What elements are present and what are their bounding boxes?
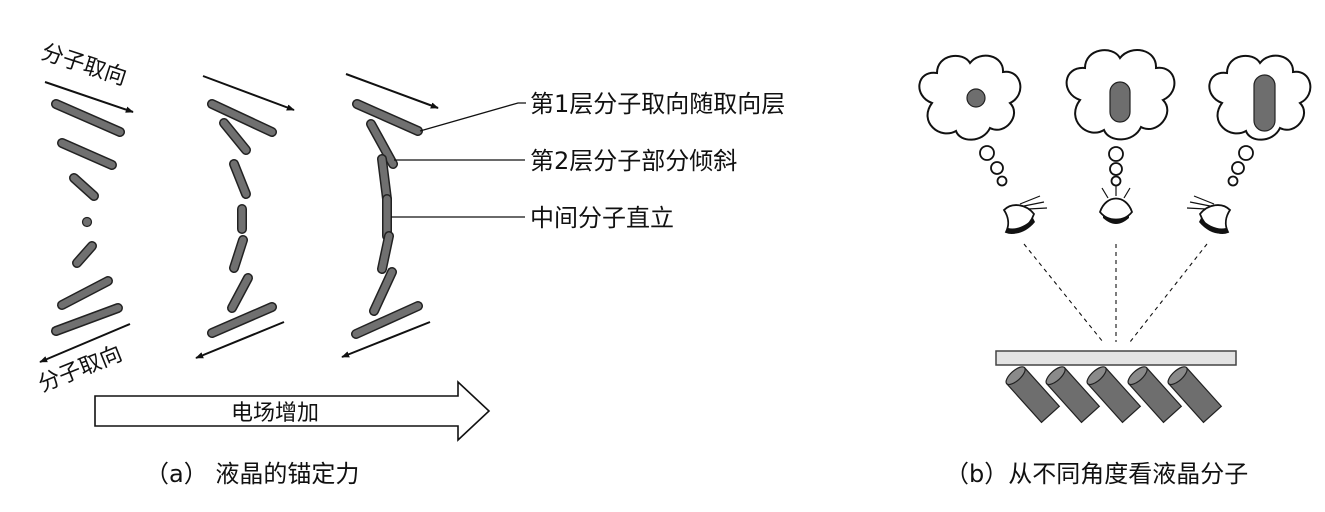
molecule-rod [208,100,276,136]
thought-bubble-medium [1231,161,1245,175]
tilted-molecules [1005,366,1223,424]
molecule-cylinder [1086,366,1142,424]
molecule-rod [378,232,393,273]
thought-cloud-2 [1065,49,1176,187]
molecule-rod [52,100,124,136]
substrate-plate [995,350,1237,366]
callout-middle: 中间分子直立 [530,204,674,232]
thought-bubble-large [1238,145,1254,161]
sight-line-right [1129,243,1208,343]
callout-layer2: 第2层分子部分倾斜 [530,147,737,175]
top-orientation-label: 分子取向 [38,40,129,91]
seen-molecule-dot [966,88,986,108]
molecule-rod [58,277,112,309]
callout-leader-layer1 [419,102,526,132]
molecule-cylinder [1045,366,1101,424]
molecule-rod [220,119,250,154]
top-orientation-arrow [44,81,134,113]
panel-b: （b）从不同角度看液晶分子 [918,49,1312,488]
eye-icon [1186,195,1232,234]
bottom-orientation-arrow [39,323,131,363]
column-3-molecules [341,73,439,358]
eye-icon [1002,195,1048,234]
molecule-end-on [81,216,93,228]
callouts: 第1层分子取向随取向层 第2层分子部分倾斜 中间分子直立 [391,90,785,232]
thought-bubble-large [979,145,995,161]
molecule-rod [52,304,122,335]
bottom-orientation-arrow [341,321,431,358]
molecule-rod [378,155,391,203]
top-orientation-arrow [345,73,439,109]
thought-bubble-small [1110,175,1122,187]
thought-cloud-1 [918,54,1022,187]
molecule-rod [228,274,252,312]
caption-a: （a） 液晶的锚定力 [145,460,359,488]
molecule-rod [367,120,397,168]
eye-icon [1098,186,1134,224]
seen-molecule-long [1253,74,1276,132]
thought-bubble-large [1108,146,1124,162]
molecule-rod [70,174,98,200]
molecule-rod [370,268,396,315]
molecule-rod [58,139,116,169]
molecule-rod [208,303,276,337]
molecule-rod [352,302,422,338]
thought-bubble-medium [1109,162,1123,176]
molecule-rod [230,236,247,272]
bottom-orientation-label: 分子取向 [35,341,126,397]
molecule-cylinder [1005,366,1061,424]
molecule-cylinder [1167,366,1223,424]
panel-a: 分子取向 分子取向 [35,40,785,488]
column-2-molecules [195,75,295,359]
thought-bubble-small [996,175,1008,187]
field-arrow-label: 电场增加 [231,401,319,426]
sight-line-left [1023,243,1104,343]
block-arrow-shape [94,380,491,442]
thought-bubble-small [1227,175,1239,187]
column-1-molecules: 分子取向 分子取向 [35,40,134,398]
top-orientation-arrow [202,75,295,111]
molecule-rod [73,242,96,267]
seen-molecule-short [1109,81,1131,123]
molecule-cylinder [1127,366,1183,424]
field-increase-arrow: 电场增加 [94,380,491,442]
thought-bubble-medium [990,161,1004,175]
bottom-orientation-arrow [195,321,285,359]
callout-layer1: 第1层分子取向随取向层 [530,90,785,118]
caption-b: （b）从不同角度看液晶分子 [945,460,1248,488]
molecule-rod [230,160,250,198]
thought-cloud-3 [1208,54,1312,187]
molecule-rod [353,100,422,135]
